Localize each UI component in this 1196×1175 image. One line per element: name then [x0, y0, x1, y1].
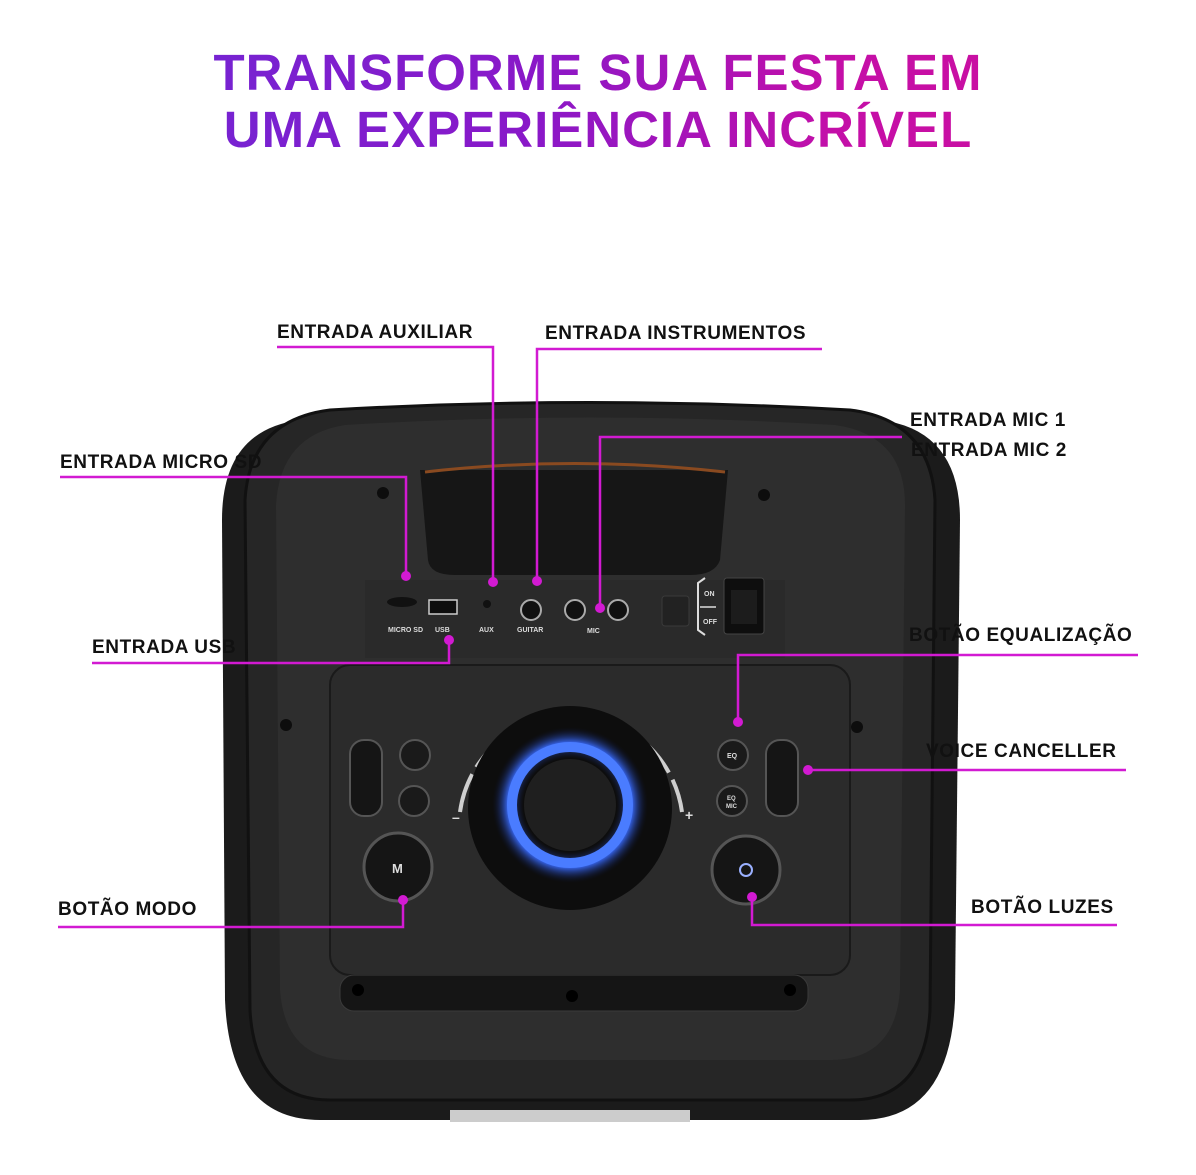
- callout-instruments: ENTRADA INSTRUMENTOS: [545, 323, 807, 344]
- lights-button: [710, 834, 782, 906]
- eq-mic-button: [716, 785, 748, 817]
- mode-button: [362, 831, 434, 903]
- guitar-port: [520, 599, 542, 621]
- carry-handle: [420, 470, 728, 575]
- panel-label: MIC: [587, 628, 600, 635]
- callout-mic1: ENTRADA MIC 1: [910, 410, 1066, 431]
- callout-eq: BOTÃO EQUALIZAÇÃO: [909, 625, 1133, 646]
- callout-lines: [58, 345, 1138, 929]
- panel-label: MICRO SD: [388, 627, 423, 634]
- panel-label: EQ: [727, 796, 736, 802]
- panel-label: USB: [435, 627, 450, 634]
- play-button: [349, 739, 383, 817]
- voice-canceller-button: [765, 739, 799, 817]
- panel-label: MIC: [726, 804, 738, 810]
- eq-button: [717, 739, 749, 771]
- callout-usb: ENTRADA USB: [92, 637, 237, 658]
- panel-label: AUX: [479, 627, 494, 634]
- callout-voice-canceller: VOICE CANCELLER: [926, 741, 1117, 762]
- panel-label: EQ: [727, 753, 738, 760]
- usb-port: [428, 599, 458, 615]
- micro-sd-slot: [387, 597, 417, 607]
- prev-button: [399, 739, 431, 771]
- callout-mode: BOTÃO MODO: [58, 899, 197, 920]
- mic1-port: [564, 599, 586, 621]
- panel-label: OFF: [703, 619, 718, 626]
- panel-label: ON: [704, 591, 715, 598]
- panel-label: GUITAR: [517, 627, 543, 634]
- headline-line-1: TRANSFORME SUA FESTA EM: [0, 44, 1196, 102]
- callout-aux: ENTRADA AUXILIAR: [277, 322, 474, 343]
- panel-label: –: [452, 809, 460, 825]
- callout-micro-sd: ENTRADA MICRO SD: [60, 452, 263, 473]
- callout-mic2: ENTRADA MIC 2: [911, 440, 1067, 461]
- panel-label: +: [685, 807, 693, 823]
- headline-line-2: UMA EXPERIÊNCIA INCRÍVEL: [0, 101, 1196, 159]
- callout-lights: BOTÃO LUZES: [971, 897, 1114, 918]
- mic2-port: [607, 599, 629, 621]
- next-button: [398, 785, 430, 817]
- panel-label: M: [392, 861, 403, 876]
- callout-dots: [398, 571, 813, 905]
- aux-port: [483, 600, 491, 608]
